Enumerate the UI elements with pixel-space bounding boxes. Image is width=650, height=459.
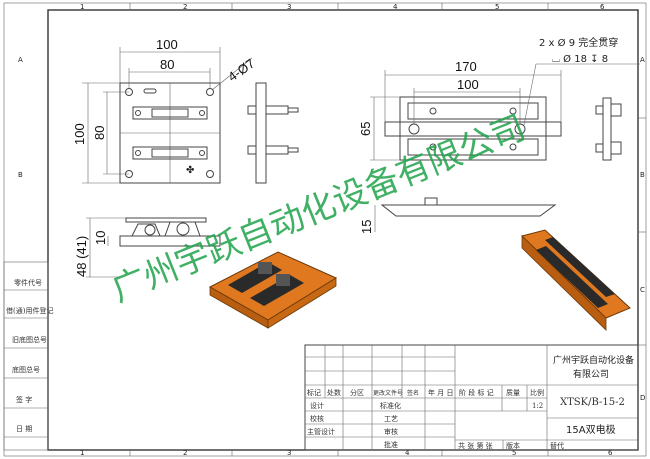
label-part-code: 零件代号 [14,278,42,287]
role-review: 审核 [384,427,398,436]
role-check: 校核 [310,414,324,423]
label-old-drawing-no: 旧底图总号 [12,335,47,344]
header-stage: 阶 段 标 记 [459,388,494,397]
role-approve: 批准 [384,440,398,449]
role-process: 工艺 [384,415,398,423]
role-standard: 标准化 [380,401,401,410]
left-record-column: 零件代号 借(通)用件登记 旧底图总号 底图总号 签 字 日 期 [3,261,53,451]
top-view: 170 100 65 2 x Ø 9 完全贯穿 ⌴ Ø 18 ↧ 8 15 [358,36,640,234]
dim-width-80: 80 [160,57,174,72]
zone-4: 4 [393,3,398,11]
label-drawing-no: 底图总号 [12,365,40,374]
title-block: 标记 处数 分区 更改文件号 签名 年 月 日 阶 段 标 记 质量 比例 1:… [304,344,639,451]
sheet-count: 共 张 第 张 [458,441,493,450]
zone-1-bottom: 1 [80,449,84,457]
side-view-upper [247,82,299,184]
dim-base-10: 10 [93,231,108,245]
header-zone: 分区 [350,388,364,397]
hole-note-2: ⌴ Ø 18 ↧ 8 [552,53,608,65]
header-count: 处数 [327,388,341,397]
clover-slot-icon: ✤ [186,165,194,176]
company-name-line2: 有限公司 [573,368,609,380]
zone-1: 1 [80,3,84,11]
role-chief-design: 主管设计 [307,427,335,436]
zone-3-bottom: 3 [287,449,291,457]
side-view-lower: 48 (41) 10 [74,217,221,278]
zone-labels-top: 1 2 3 4 5 6 1 2 3 4 5 6 [80,3,613,457]
dim-length-170: 170 [455,59,477,74]
label-date: 日 期 [16,425,32,433]
zone-5: 5 [495,3,499,11]
zone-labels-side: A B A B C D [18,56,645,402]
scale-value: 1:2 [532,402,543,410]
company-name-line1: 广州宇跃自动化设备 [553,354,634,366]
header-sign: 签名 [407,389,419,397]
zone-d-right: D [640,394,645,402]
role-design: 设计 [310,401,324,410]
zone-c-right: C [640,286,645,294]
dim-length-100: 100 [457,77,479,92]
dim-height-80: 80 [92,126,107,140]
zone-a-left: A [18,56,23,64]
zone-4-bottom: 4 [405,449,410,457]
zone-a-right: A [640,56,645,64]
zone-2: 2 [183,3,187,11]
zone-6-bottom: 6 [608,449,613,457]
dim-holes: 4-Ø7 [225,56,257,85]
dim-height-100: 100 [72,123,87,145]
header-date: 年 月 日 [428,388,453,397]
outer-border [3,2,647,457]
zone-3: 3 [287,3,291,11]
dim-thickness-15: 15 [359,220,374,234]
front-view: ✤ 100 80 100 80 4-Ø7 [72,37,257,184]
drawing-number: XTSK/B-15-2 [560,397,625,408]
header-change-doc: 更改文件号 [373,389,403,397]
dim-height-65: 65 [358,122,373,136]
zone-2-bottom: 2 [183,449,187,457]
isometric-part-left [208,251,338,329]
label-signature: 签 字 [16,395,32,404]
zone-5-bottom: 5 [512,449,516,457]
isometric-part-right [521,229,631,331]
hole-note-1: 2 x Ø 9 完全贯穿 [539,36,618,49]
header-mass: 质量 [506,388,520,397]
label-borrowed-register: 借(通)用件登记 [6,306,53,315]
zone-b-left: B [18,171,23,179]
dim-height-48: 48 (41) [74,236,89,277]
zone-6: 6 [600,3,605,11]
dim-width-100: 100 [156,37,178,52]
version-label: 版本 [506,441,520,450]
zone-b-right: B [640,171,645,179]
part-name: 15A双电极 [566,423,616,436]
header-mark: 标记 [307,388,321,397]
header-scale: 比例 [530,388,544,397]
replaces-label: 替代 [550,441,564,450]
